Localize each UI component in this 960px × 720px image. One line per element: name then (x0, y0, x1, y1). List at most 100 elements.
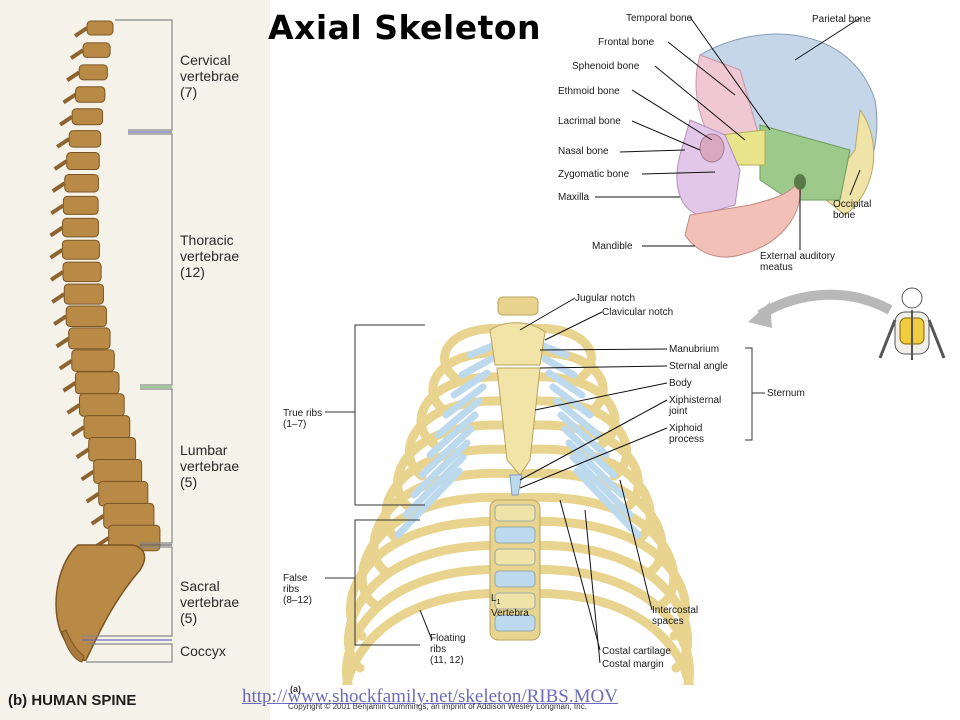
rib-right (513, 372, 620, 449)
pointing-arrow (757, 289, 893, 320)
costal-cartilage (549, 383, 594, 419)
vertebra-process (73, 26, 89, 38)
vertebra-process (59, 115, 74, 127)
leader-line (849, 169, 861, 196)
costal-cartilage (434, 397, 483, 439)
spine-column (489, 499, 541, 641)
vertebra-process (58, 358, 73, 371)
leader-line (534, 382, 668, 411)
bracket-sacral (82, 546, 173, 637)
skull-illustration (595, 16, 878, 258)
vertebra (103, 502, 155, 529)
label-sternum: Sternum (767, 388, 805, 399)
leader-line (539, 365, 668, 369)
vertebra-process (66, 403, 81, 415)
vertebra-process (49, 270, 65, 282)
vertebra (63, 283, 104, 305)
costal-cartilage (458, 355, 495, 379)
sternum-body (496, 367, 541, 476)
bracket-cervical (115, 19, 173, 131)
label-frontal-bone: Frontal bone (598, 37, 655, 48)
mandible-region (684, 178, 802, 258)
leader-line (584, 509, 601, 664)
vertebra (88, 437, 137, 462)
costal-cartilage (394, 467, 463, 539)
copyright-text: Copyright © 2001 Benjamin Cummings, an i… (288, 702, 587, 711)
vertebra-process (55, 336, 70, 349)
label-body: Body (669, 378, 692, 389)
rib-right (513, 348, 608, 417)
vertebra (93, 458, 143, 484)
vertebra (64, 173, 99, 193)
vertebra (494, 526, 536, 544)
bracket-thoracic (128, 133, 173, 386)
costal-cartilage (565, 439, 626, 499)
leader-line (419, 609, 433, 641)
vertebra (71, 108, 104, 126)
ribcage-illustration (325, 296, 765, 685)
leader-line (654, 65, 746, 141)
figure-label-a: (a) (290, 684, 301, 694)
leader-line (619, 479, 653, 611)
bracket-true-ribs (354, 324, 425, 506)
leader-line (519, 297, 576, 331)
vertebra-process (49, 225, 64, 238)
rib-right (513, 564, 694, 685)
label-ethmoid-bone: Ethmoid bone (558, 86, 620, 97)
vertebra-process (50, 203, 65, 216)
label-mandible: Mandible (592, 241, 633, 252)
bracket-false-ribs (354, 519, 420, 646)
leader-line (641, 171, 716, 175)
coccyx-label: Coccyx (180, 643, 226, 659)
vertebra-process (53, 159, 68, 171)
costal-cartilage (553, 397, 602, 439)
leader-line (619, 149, 686, 153)
vertebra (62, 217, 99, 238)
leader-line (667, 41, 736, 96)
vertebra-process (85, 491, 100, 504)
vertebra-process (51, 292, 66, 304)
costal-cartilage (541, 355, 578, 379)
label-zygomatic-bone: Zygomatic bone (558, 169, 630, 180)
bracket-coccyx (86, 643, 173, 663)
leader-line (544, 311, 603, 341)
auditory-meatus (794, 174, 806, 190)
mini-skeleton-icon (748, 287, 946, 360)
rib-left (342, 564, 523, 685)
rib-right (513, 589, 695, 685)
bracket-lumbar (140, 388, 173, 544)
jugular-vertebra (497, 296, 539, 316)
vertebra-process (49, 248, 64, 260)
costal-cartilage (426, 411, 479, 459)
vertebra (494, 614, 536, 632)
costal-cartilage (545, 369, 586, 399)
xiphoid (509, 474, 523, 496)
vertebra (62, 195, 99, 215)
sacrum-shape (55, 544, 146, 661)
vertebra (494, 504, 536, 522)
sternum-manubrium (489, 322, 546, 366)
leader-line (539, 348, 668, 351)
costal-cartilage (569, 453, 634, 519)
ribs-movie-link[interactable]: http://www.shockfamily.net/skeleton/RIBS… (242, 686, 618, 707)
vertebra-process (66, 70, 81, 83)
label-costal-cartilage: Costal cartilage (602, 646, 671, 657)
vertebra-process (69, 48, 85, 60)
vertebra (61, 239, 100, 260)
leader-line (559, 499, 601, 651)
label-sternal-angle: Sternal angle (669, 361, 728, 372)
label-sphenoid-bone: Sphenoid bone (572, 61, 640, 72)
vertebra (86, 20, 114, 36)
vertebra (74, 371, 120, 395)
vertebra-process (62, 381, 77, 393)
costal-cartilage (418, 425, 475, 479)
label-costal-margin: Costal margin (602, 659, 664, 670)
